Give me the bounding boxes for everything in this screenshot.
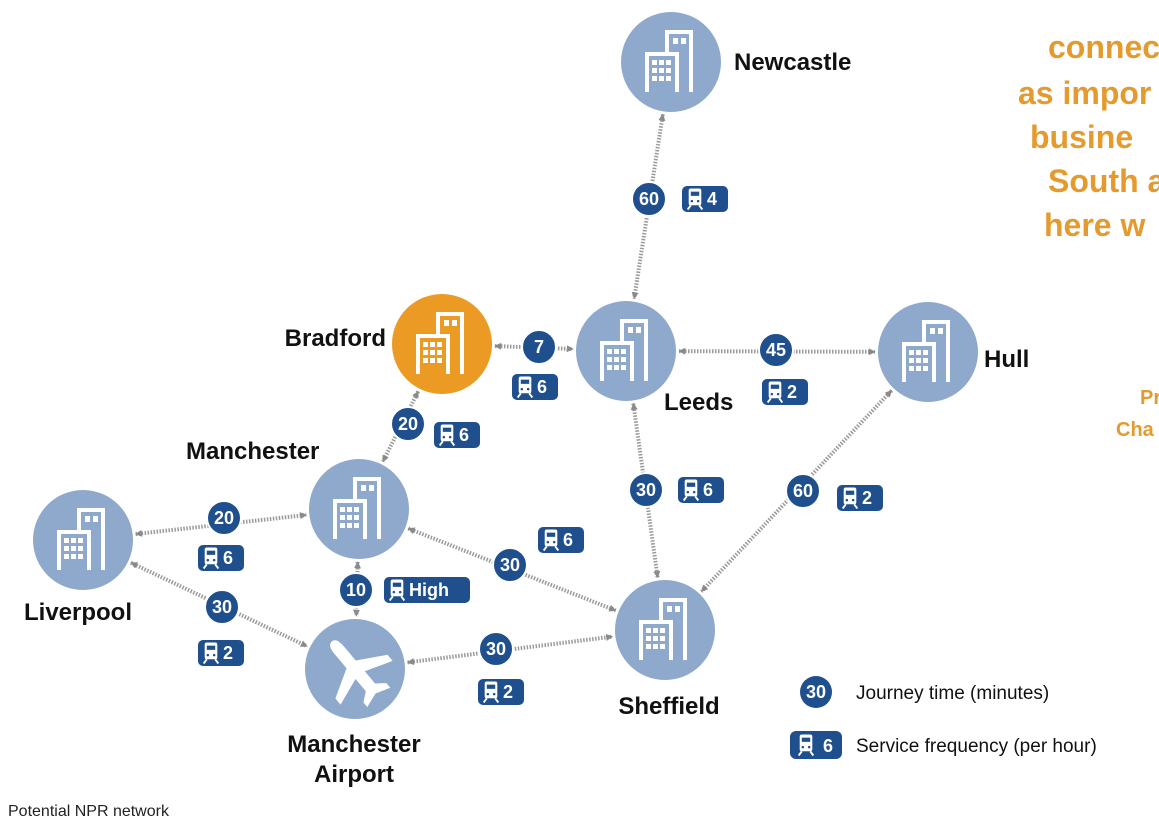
frequency-value: 2 (223, 643, 233, 663)
journey-time-value: 20 (214, 508, 234, 528)
city-label-bradford: Bradford (285, 325, 386, 352)
legend-journey-sample: 30 (806, 682, 826, 702)
frequency-badge: 6 (676, 475, 726, 505)
city-layer: NewcastleBradfordLeedsHullManchesterLive… (24, 12, 1029, 788)
journey-time-badge: 20 (390, 406, 426, 442)
frequency-value: 6 (223, 548, 233, 568)
frequency-badge: 2 (760, 377, 810, 407)
frequency-badge: 2 (835, 483, 885, 513)
side-text: connec as impor busine South a here w Pr… (1018, 29, 1159, 441)
frequency-badge: High (382, 575, 472, 605)
frequency-value: High (409, 580, 449, 600)
frequency-badge: 2 (196, 638, 246, 668)
city-liverpool: Liverpool (24, 490, 133, 626)
journey-time-badge: 45 (758, 332, 794, 368)
journey-time-value: 30 (636, 480, 656, 500)
city-sheffield: Sheffield (615, 580, 720, 720)
frequency-value: 4 (707, 189, 717, 209)
badge-layer: 60 4 7 6 45 2 20 6 30 6 60 2 20 6 30 6 10 High 30 2 30 2 (196, 181, 885, 707)
city-label-sheffield: Sheffield (618, 693, 719, 720)
link-liverpool-manchester_airport (130, 560, 308, 649)
city-label-leeds: Leeds (664, 389, 733, 416)
city-label-liverpool: Liverpool (24, 599, 132, 626)
legend-journey-badge (800, 676, 832, 708)
legend-journey-label: Journey time (minutes) (856, 683, 1049, 704)
journey-time-value: 7 (534, 337, 544, 357)
journey-time-badge: 30 (204, 589, 240, 625)
caption: Potential NPR network (8, 803, 169, 820)
city-newcastle: Newcastle (621, 12, 851, 112)
city-bradford: Bradford (285, 294, 492, 394)
city-label-manchester-airport-line-1: Manchester (287, 731, 420, 758)
legend-frequency-sample: 6 (823, 736, 833, 756)
frequency-badge: 6 (510, 372, 560, 402)
side-text-line-7: Cha (1116, 419, 1155, 441)
city-leeds: Leeds (576, 301, 733, 416)
journey-time-value: 30 (212, 597, 232, 617)
city-label-manchester: Manchester (186, 438, 319, 465)
frequency-badge: 2 (476, 677, 526, 707)
frequency-value: 6 (537, 377, 547, 397)
journey-time-badge: 30 (492, 547, 528, 583)
frequency-badge: 6 (432, 420, 482, 450)
legend-frequency-badge (790, 731, 842, 759)
journey-time-badge: 30 (478, 631, 514, 667)
link-leeds-hull (678, 347, 876, 356)
frequency-value: 6 (459, 425, 469, 445)
frequency-value: 2 (503, 682, 513, 702)
city-label-manchester-airport-line-2: Airport (314, 761, 394, 788)
city-hull: Hull (878, 302, 1029, 402)
side-text-line-5: here w (1044, 207, 1145, 243)
journey-time-badge: 10 (338, 572, 374, 608)
journey-time-value: 60 (793, 481, 813, 501)
frequency-badge: 4 (680, 184, 730, 214)
legend-frequency-label: Service frequency (per hour) (856, 736, 1097, 757)
journey-time-value: 20 (398, 414, 418, 434)
side-text-line-2: as impor (1018, 75, 1151, 111)
city-manchester: Manchester (186, 438, 409, 559)
journey-time-value: 60 (639, 189, 659, 209)
side-text-line-1: connec (1048, 29, 1159, 65)
journey-time-badge: 30 (628, 472, 664, 508)
side-text-line-4: South a (1048, 163, 1159, 199)
frequency-value: 6 (563, 530, 573, 550)
journey-time-badge: 60 (785, 473, 821, 509)
frequency-value: 6 (703, 480, 713, 500)
city-label-newcastle: Newcastle (734, 49, 851, 76)
journey-time-value: 45 (766, 340, 786, 360)
frequency-badge: 6 (536, 525, 586, 555)
frequency-value: 2 (787, 382, 797, 402)
journey-time-badge: 7 (521, 329, 557, 365)
journey-time-value: 30 (500, 555, 520, 575)
journey-time-value: 30 (486, 639, 506, 659)
journey-time-badge: 60 (631, 181, 667, 217)
journey-time-value: 10 (346, 580, 366, 600)
legend: 30 Journey time (minutes) 6 Service freq… (790, 676, 1097, 759)
side-text-line-3: busine (1030, 119, 1133, 155)
journey-time-badge: 20 (206, 500, 242, 536)
side-text-line-6: Pr (1140, 387, 1159, 409)
frequency-badge: 6 (196, 543, 246, 573)
city-label-hull: Hull (984, 346, 1029, 373)
frequency-value: 2 (862, 488, 872, 508)
